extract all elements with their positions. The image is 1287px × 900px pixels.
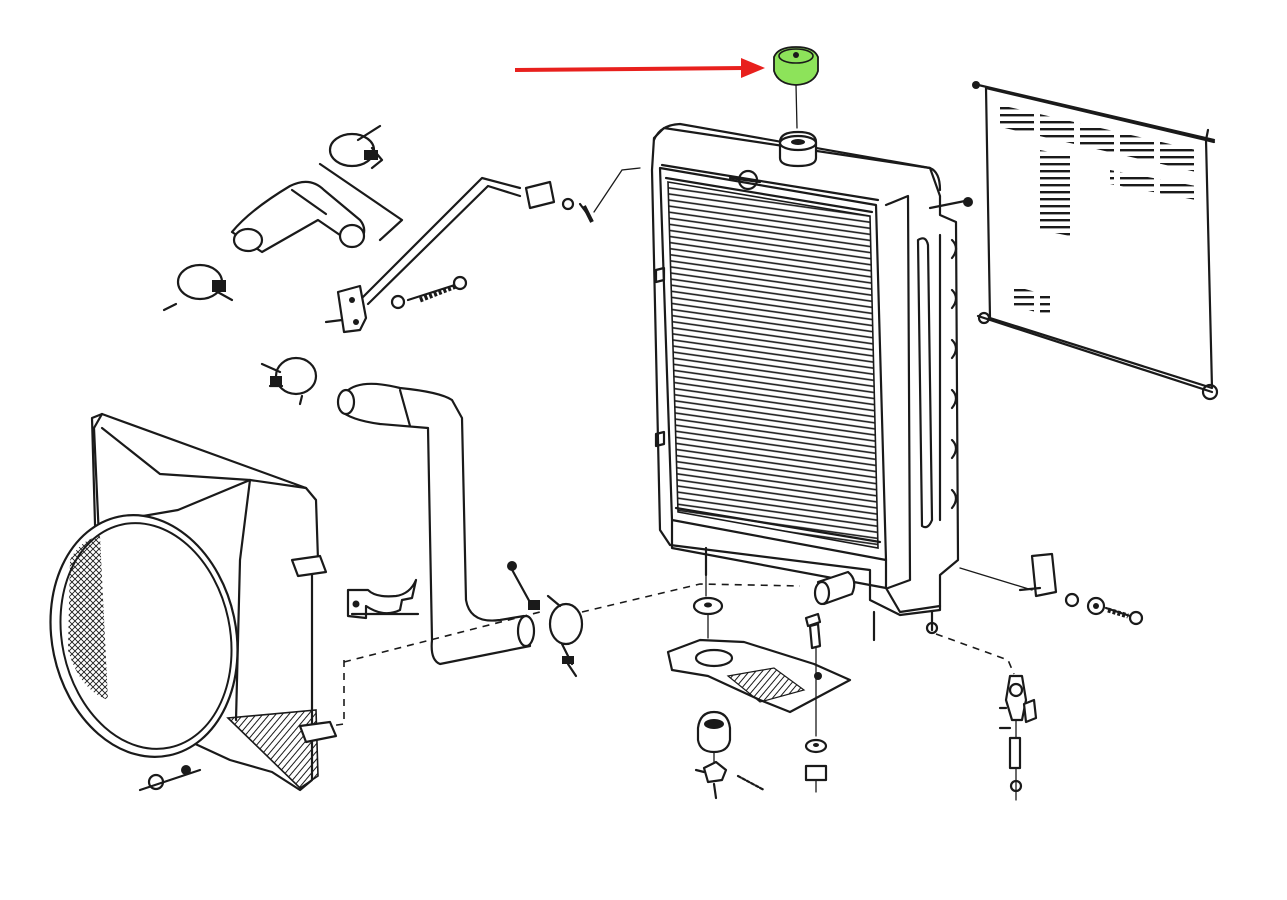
- hose-bracket: [346, 578, 420, 620]
- pointer-arrow: [514, 58, 765, 78]
- side-bracket-fasteners: [959, 552, 1144, 626]
- radiator-cap[interactable]: [773, 46, 819, 129]
- drain-valve: [935, 633, 1038, 801]
- lower-hose-assembly: [260, 356, 801, 678]
- fan-shroud: [49, 412, 541, 792]
- overflow-tube: [324, 167, 641, 334]
- grille-panel: [972, 81, 1219, 401]
- hose-clamp-left: [162, 263, 234, 312]
- hose-clamp-lower-top: [260, 356, 318, 406]
- mounting-bracket: [666, 574, 852, 800]
- hose-clamp-top: [328, 124, 384, 170]
- filler-neck: [778, 130, 818, 168]
- radiator-core: [650, 122, 973, 642]
- hose-clamp-lower-bottom: [507, 561, 584, 678]
- upper-hose-assembly: [162, 124, 404, 312]
